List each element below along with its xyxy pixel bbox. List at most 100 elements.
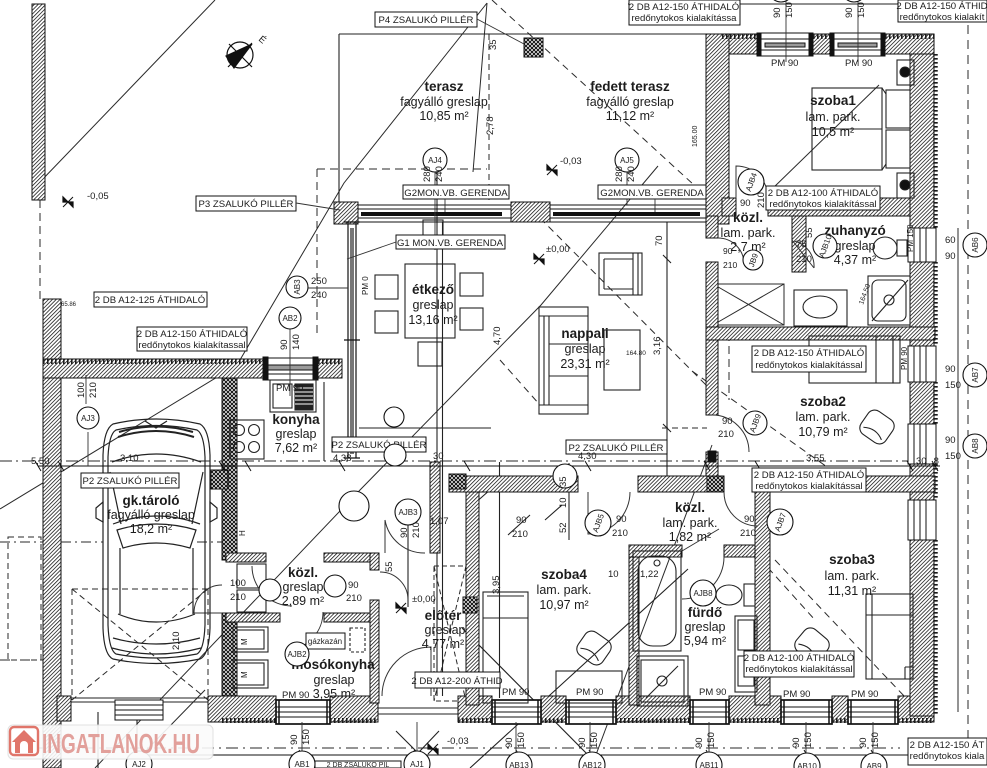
- svg-text:5,94 m²: 5,94 m²: [684, 634, 726, 648]
- svg-text:AB9: AB9: [866, 762, 882, 768]
- svg-text:mosókonyha: mosókonyha: [291, 657, 375, 672]
- svg-text:4,30: 4,30: [578, 451, 597, 462]
- svg-text:164.80: 164.80: [626, 350, 646, 357]
- svg-text:65.86: 65.86: [61, 302, 77, 308]
- svg-text:redőnytokos kialakítássa: redőnytokos kialakítássa: [631, 13, 737, 24]
- svg-text:2 DB A12-100 ÁTHIDALÓ: 2 DB A12-100 ÁTHIDALÓ: [768, 188, 878, 199]
- svg-text:10: 10: [558, 497, 569, 508]
- svg-text:240: 240: [626, 166, 637, 182]
- svg-text:fürdő: fürdő: [688, 605, 723, 620]
- svg-text:35: 35: [488, 39, 499, 50]
- svg-text:13,16 m²: 13,16 m²: [408, 313, 457, 327]
- svg-text:AJ2: AJ2: [132, 760, 146, 768]
- svg-text:90: 90: [516, 515, 527, 526]
- svg-text:90: 90: [858, 737, 869, 748]
- svg-text:lam. park.: lam. park.: [825, 569, 880, 583]
- svg-text:23,31 m²: 23,31 m²: [560, 357, 609, 371]
- svg-text:zuhanyzó: zuhanyzó: [824, 223, 886, 238]
- svg-text:30: 30: [916, 456, 927, 467]
- svg-text:lam. park.: lam. park.: [537, 583, 592, 597]
- svg-text:PM 0: PM 0: [361, 276, 370, 295]
- svg-text:PM 90: PM 90: [771, 58, 798, 69]
- svg-text:fagyálló greslap: fagyálló greslap: [400, 95, 488, 109]
- svg-text:greslap: greslap: [413, 298, 454, 312]
- svg-text:közl.: közl.: [675, 500, 705, 515]
- svg-text:redőnytokos kialakítassal: redőnytokos kialakítassal: [138, 340, 245, 351]
- svg-text:lam. park.: lam. park.: [806, 110, 861, 124]
- svg-text:,8: ,8: [931, 456, 939, 467]
- svg-text:90: 90: [945, 251, 956, 262]
- svg-text:3,95 m²: 3,95 m²: [313, 687, 355, 701]
- svg-text:52: 52: [558, 522, 569, 533]
- svg-text:2 DB A12-100 ÁTHIDALÓ: 2 DB A12-100 ÁTHIDALÓ: [744, 653, 854, 664]
- svg-text:greslap: greslap: [283, 580, 324, 594]
- svg-text:redőnytokos kialakítással: redőnytokos kialakítással: [755, 481, 862, 492]
- svg-text:terasz: terasz: [424, 79, 463, 94]
- svg-text:AB12: AB12: [582, 761, 602, 768]
- svg-text:210: 210: [346, 593, 362, 604]
- svg-text:±0,00: ±0,00: [412, 594, 436, 605]
- svg-text:35: 35: [558, 476, 569, 487]
- svg-text:90: 90: [504, 737, 515, 748]
- svg-text:konyha: konyha: [272, 412, 320, 427]
- svg-text:AB10: AB10: [797, 762, 817, 768]
- svg-text:90: 90: [945, 364, 956, 375]
- svg-text:greslap: greslap: [276, 427, 317, 441]
- svg-text:100: 100: [76, 382, 87, 398]
- svg-text:szoba4: szoba4: [541, 567, 587, 582]
- svg-text:90: 90: [399, 527, 410, 538]
- svg-text:90: 90: [694, 737, 705, 748]
- svg-text:280: 280: [614, 166, 625, 182]
- svg-text:redőnytokos kialakítással: redőnytokos kialakítással: [745, 664, 852, 675]
- svg-text:2 DB A12-150 ÁTHIDALÓ: 2 DB A12-150 ÁTHIDALÓ: [137, 329, 247, 340]
- svg-text:18,2 m²: 18,2 m²: [130, 522, 172, 536]
- svg-text:90: 90: [577, 737, 588, 748]
- svg-text:lam. park.: lam. park.: [663, 516, 718, 530]
- svg-text:greslap: greslap: [425, 623, 466, 637]
- svg-text:2 DB A12-150 ÁTHIDALÓ: 2 DB A12-150 ÁTHIDALÓ: [754, 348, 864, 359]
- svg-text:4,77 m²: 4,77 m²: [422, 637, 464, 651]
- svg-text:10,97 m²: 10,97 m²: [539, 598, 588, 612]
- svg-text:150: 150: [516, 732, 527, 748]
- svg-text:210: 210: [723, 260, 737, 270]
- svg-text:240: 240: [434, 166, 445, 182]
- svg-text:2 DB A12-150 ÁTHID: 2 DB A12-150 ÁTHID: [896, 1, 987, 12]
- svg-text:250: 250: [311, 276, 327, 287]
- svg-text:AB7: AB7: [971, 367, 980, 383]
- svg-text:10,79 m²: 10,79 m²: [798, 425, 847, 439]
- svg-text:3,95: 3,95: [491, 576, 502, 595]
- svg-text:AB13: AB13: [509, 761, 529, 768]
- svg-text:2 DB A12-150 ÁTHIDALÓ: 2 DB A12-150 ÁTHIDALÓ: [754, 470, 864, 481]
- svg-text:AB8: AB8: [971, 438, 980, 454]
- svg-text:AB1: AB1: [294, 760, 310, 768]
- svg-text:150: 150: [301, 729, 312, 745]
- svg-text:150: 150: [803, 732, 814, 748]
- svg-text:210: 210: [740, 528, 756, 539]
- svg-text:55: 55: [804, 227, 815, 238]
- svg-text:90: 90: [348, 580, 359, 591]
- svg-text:10: 10: [608, 569, 619, 580]
- svg-text:150: 150: [706, 732, 717, 748]
- svg-text:1,07: 1,07: [430, 516, 449, 527]
- svg-text:szoba3: szoba3: [829, 552, 875, 567]
- svg-text:±0,00: ±0,00: [546, 244, 570, 255]
- svg-text:2 DB A12-125 ÁTHIDALÓ: 2 DB A12-125 ÁTHIDALÓ: [95, 295, 205, 306]
- svg-text:étkező: étkező: [412, 282, 454, 297]
- svg-text:2,78: 2,78: [485, 117, 496, 136]
- svg-text:90: 90: [791, 737, 802, 748]
- svg-text:nappali: nappali: [561, 326, 608, 341]
- svg-text:közl.: közl.: [288, 565, 318, 580]
- svg-text:90: 90: [772, 7, 783, 18]
- svg-text:150: 150: [945, 451, 961, 462]
- svg-text:greslap: greslap: [314, 673, 355, 687]
- svg-text:90: 90: [844, 7, 855, 18]
- svg-text:90: 90: [744, 514, 755, 525]
- svg-text:fedett terasz: fedett terasz: [590, 79, 670, 94]
- svg-text:-0,03: -0,03: [447, 736, 469, 747]
- svg-text:AJB3: AJB3: [398, 508, 418, 517]
- svg-text:2 DB A12-200 ÁTHID: 2 DB A12-200 ÁTHID: [411, 676, 502, 687]
- svg-text:4,38: 4,38: [333, 453, 352, 464]
- svg-text:210: 210: [411, 522, 422, 538]
- svg-text:PM 90: PM 90: [783, 689, 810, 700]
- svg-text:P2 ZSALUKÓ PILLÉR: P2 ZSALUKÓ PILLÉR: [332, 440, 427, 451]
